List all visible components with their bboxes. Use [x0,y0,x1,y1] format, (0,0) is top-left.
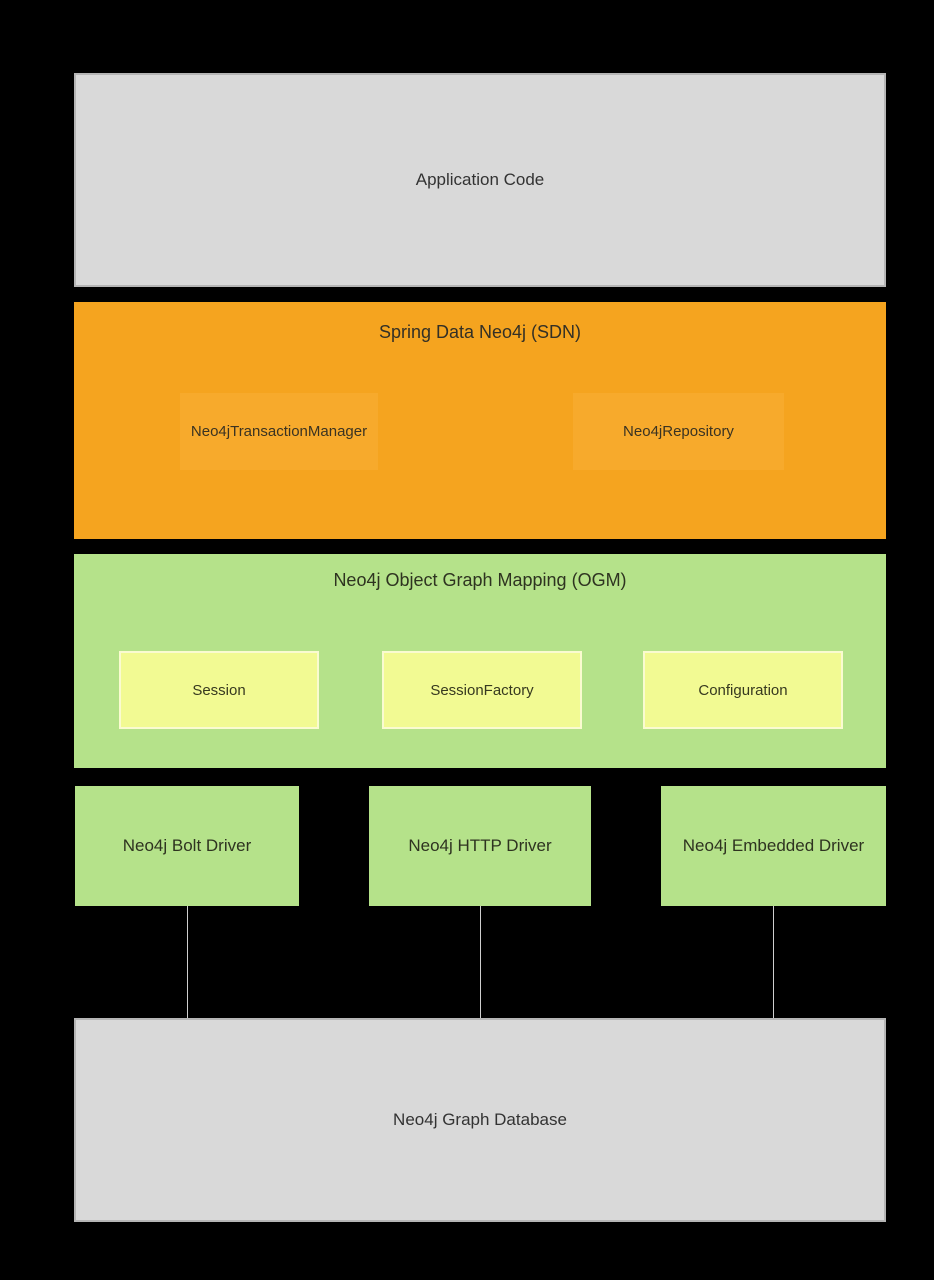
bolt-driver-connector-line [187,906,188,1018]
bolt-driver-label: Neo4j Bolt Driver [122,836,252,855]
ogm-layer-box: Neo4j Object Graph Mapping (OGM) Session… [74,554,886,768]
http-driver-label: Neo4j HTTP Driver [408,836,552,855]
transaction-manager-label: Neo4jTransactionManager [190,423,368,440]
sdn-layer-box: Spring Data Neo4j (SDN) Neo4jTransaction… [74,302,886,539]
graph-database-box: Neo4j Graph Database [74,1018,886,1222]
bolt-driver-box: Neo4j Bolt Driver [75,786,299,906]
repository-label: Neo4jRepository [623,423,734,440]
session-factory-box: SessionFactory [382,651,582,729]
session-label: Session [192,681,246,699]
configuration-box: Configuration [643,651,843,729]
http-driver-box: Neo4j HTTP Driver [369,786,591,906]
configuration-label: Configuration [698,681,788,699]
embedded-driver-label: Neo4j Embedded Driver [682,836,865,855]
repository-box: Neo4jRepository [573,393,784,470]
sdn-layer-title: Spring Data Neo4j (SDN) [378,322,582,342]
embedded-driver-connector-line [773,906,774,1018]
transaction-manager-box: Neo4jTransactionManager [180,393,378,470]
http-driver-connector-line [480,906,481,1018]
embedded-driver-box: Neo4j Embedded Driver [661,786,886,906]
session-factory-label: SessionFactory [430,681,534,699]
ogm-layer-title: Neo4j Object Graph Mapping (OGM) [333,570,627,590]
session-box: Session [119,651,319,729]
graph-database-label: Neo4j Graph Database [393,1110,567,1129]
application-code-label: Application Code [415,170,545,189]
application-code-box: Application Code [74,73,886,287]
